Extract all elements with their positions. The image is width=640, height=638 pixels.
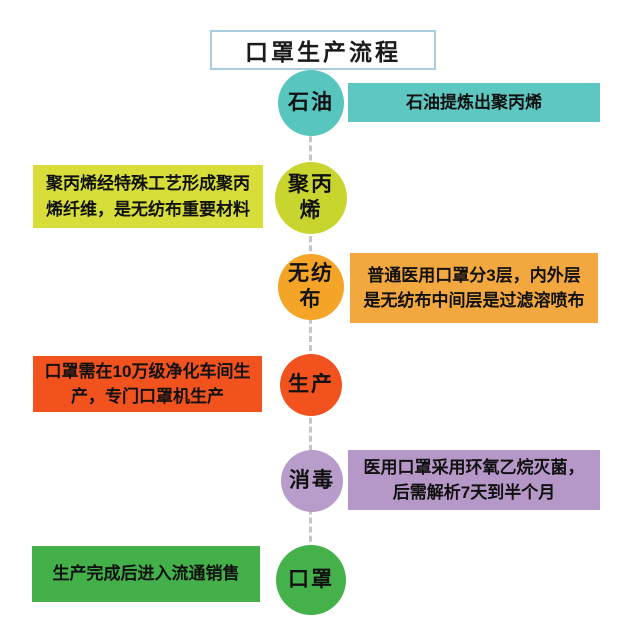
step-circle-petroleum: 石油	[278, 70, 344, 136]
step-circle-polypropylene: 聚丙烯	[275, 162, 347, 234]
step-note-disinfection: 医用口罩采用环氧乙烷灭菌，后需解析7天到半个月	[348, 450, 600, 510]
step-note-nonwoven-fabric: 普通医用口罩分3层，内外层是无纺布中间层是过滤溶喷布	[350, 253, 598, 323]
step-circle-label: 聚丙烯	[288, 172, 334, 222]
page-title: 口罩生产流程	[210, 30, 436, 70]
step-note-polypropylene: 聚丙烯经特殊工艺形成聚丙烯纤维，是无纺布重要材料	[33, 165, 263, 228]
step-circle-label: 生产	[288, 372, 334, 396]
step-circle-label: 口罩	[288, 567, 334, 591]
step-circle-disinfection: 消毒	[281, 450, 343, 512]
step-circle-label: 消毒	[289, 468, 335, 492]
step-circle-nonwoven-fabric: 无纺布	[278, 254, 344, 320]
flow-connector-dashed-line	[309, 100, 312, 578]
step-circle-label: 无纺布	[288, 261, 334, 311]
step-circle-mask: 口罩	[276, 545, 346, 615]
step-note-mask: 生产完成后进入流通销售	[32, 546, 260, 602]
step-circle-production: 生产	[280, 354, 342, 416]
step-circle-label: 石油	[288, 90, 334, 114]
step-note-petroleum: 石油提炼出聚丙烯	[348, 83, 600, 122]
step-note-production: 口罩需在10万级净化车间生产，专门口罩机生产	[33, 356, 262, 412]
